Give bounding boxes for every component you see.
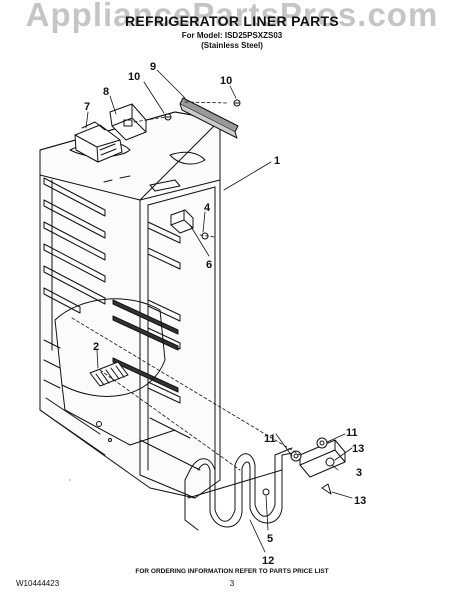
page-number: 3 bbox=[229, 579, 235, 588]
ordering-note: FOR ORDERING INFORMATION REFER TO PARTS … bbox=[135, 568, 329, 575]
callout-3: 3 bbox=[356, 467, 362, 479]
callout-13a: 13 bbox=[352, 443, 364, 455]
part-2-grille bbox=[89, 361, 129, 387]
refrigerator-liner bbox=[39, 111, 221, 499]
callout-1: 1 bbox=[274, 155, 280, 167]
callout-labels: 1 2 3 4 5 6 7 8 9 10 10 11 11 12 13 13 bbox=[84, 61, 366, 567]
part-9-bar bbox=[179, 97, 239, 139]
part-12-evaporator bbox=[184, 447, 299, 531]
callout-9: 9 bbox=[150, 61, 156, 73]
model-line: For Model: ISD25PSXZS03 bbox=[181, 31, 283, 40]
part-6-clip bbox=[170, 209, 194, 234]
callout-13b: 13 bbox=[354, 495, 366, 507]
watermark: AppliancePartsPros.com bbox=[25, 0, 439, 33]
callout-12: 12 bbox=[262, 555, 274, 567]
callout-2: 2 bbox=[93, 341, 99, 353]
callout-10b: 10 bbox=[220, 75, 232, 87]
callout-4: 4 bbox=[204, 202, 211, 214]
variant-line: (Stainless Steel) bbox=[201, 41, 263, 50]
page-title: REFRIGERATOR LINER PARTS bbox=[124, 13, 340, 29]
callout-11b: 11 bbox=[264, 433, 276, 445]
part-13-screws bbox=[321, 457, 335, 495]
part-7-housing bbox=[74, 121, 123, 163]
callout-6: 6 bbox=[206, 259, 212, 271]
part-8-bracket bbox=[109, 103, 147, 141]
callout-10a: 10 bbox=[128, 71, 140, 83]
callout-11a: 11 bbox=[346, 427, 358, 439]
part-10-screws bbox=[164, 99, 241, 121]
part-3-cover bbox=[299, 439, 346, 478]
part-5-screw bbox=[262, 488, 270, 496]
callout-7: 7 bbox=[84, 101, 90, 113]
document-number: W10444423 bbox=[16, 579, 60, 588]
callout-5: 5 bbox=[267, 533, 273, 545]
part-11-bushings bbox=[290, 437, 328, 462]
callout-8: 8 bbox=[103, 86, 109, 98]
